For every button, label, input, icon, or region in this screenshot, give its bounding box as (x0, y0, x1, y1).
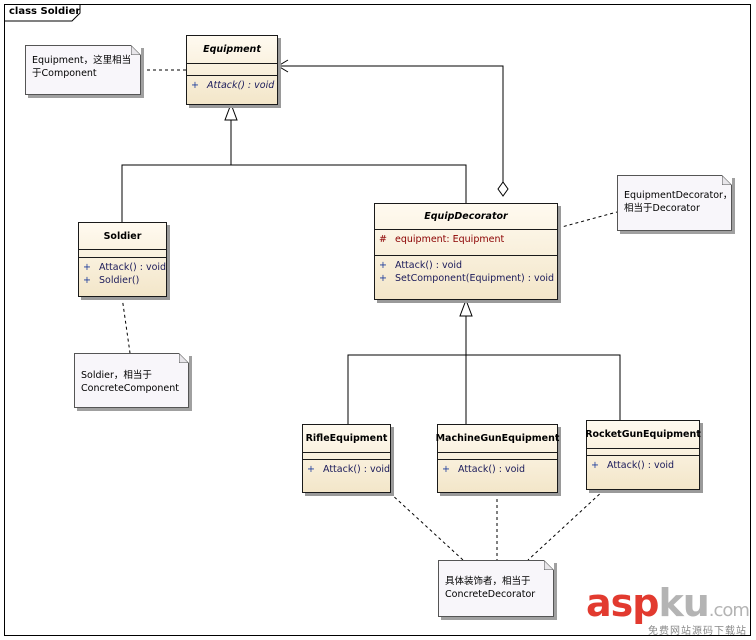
inherit-line-decorator (231, 164, 467, 203)
aspku-watermark: aspku.com 免费网站源码下载站 (586, 581, 750, 637)
operations-section: +Attack() : void +SetComponent(Equipment… (375, 256, 557, 288)
note-text: EquipmentDecorator， (624, 190, 733, 201)
inherit-line-rifle (347, 316, 467, 424)
diagram-frame (4, 4, 751, 636)
note-text: Soldier，相当于 (81, 370, 152, 381)
note-fold-icon (722, 175, 732, 185)
attributes-section (79, 250, 166, 258)
note-soldier[interactable]: Soldier，相当于 ConcreteComponent (74, 353, 189, 408)
watermark-subtitle: 免费网站源码下载站 (648, 626, 747, 637)
operation: +Attack() : void (83, 262, 167, 273)
class-name: Equipment (187, 36, 277, 64)
inherit-line-soldier (121, 120, 232, 222)
operations-section: +Attack() : void (187, 76, 277, 95)
operations-section: +Attack() : void (438, 460, 557, 479)
attributes-section (303, 453, 390, 460)
attributes-section (438, 453, 557, 460)
watermark-asp: asp (586, 581, 659, 625)
inherit-line-rocketgun (466, 354, 621, 420)
class-rifle-equipment[interactable]: RifleEquipment +Attack() : void (302, 424, 391, 493)
note-fold-icon (179, 353, 189, 363)
attributes-section (187, 64, 277, 76)
operations-section: +Attack() : void (587, 456, 699, 475)
class-name: RocketGunEquipment (585, 421, 701, 449)
operation: +Attack() : void (191, 80, 275, 91)
note-text: 于Component (32, 68, 97, 79)
operation: +Attack() : void (307, 464, 391, 475)
class-soldier[interactable]: Soldier +Attack() : void +Soldier() (78, 222, 167, 297)
note-text: 相当于Decorator (624, 203, 700, 214)
note-text: ConcreteComponent (81, 383, 179, 394)
class-rocketgun-equipment[interactable]: RocketGunEquipment +Attack() : void (585, 420, 701, 490)
class-name: Soldier (79, 223, 166, 250)
note-concrete-decorator[interactable]: 具体装饰者，相当于 ConcreteDecorator (438, 560, 554, 617)
attribute: #equipment: Equipment (379, 234, 505, 245)
note-anchor-soldier (121, 296, 131, 354)
aggregation-arrowhead (277, 59, 289, 73)
inherit-arrow-equipment (224, 102, 238, 121)
note-text: ConcreteDecorator (445, 589, 536, 600)
class-name: EquipDecorator (375, 204, 557, 230)
operation: +SetComponent(Equipment) : void (379, 273, 555, 284)
operation: +Soldier() (83, 275, 140, 286)
note-decorator[interactable]: EquipmentDecorator， 相当于Decorator (617, 175, 732, 231)
watermark-com: .com (708, 600, 750, 621)
inherit-arrow-decorator (459, 298, 473, 317)
attributes-section (587, 449, 699, 456)
class-equip-decorator[interactable]: EquipDecorator #equipment: Equipment +At… (374, 203, 558, 300)
note-fold-icon (131, 45, 141, 55)
note-equipment[interactable]: Equipment，这里相当 于Component (25, 45, 141, 95)
attributes-section: #equipment: Equipment (375, 230, 557, 256)
note-anchor-rocketgun (527, 489, 605, 561)
class-machinegun-equipment[interactable]: MachineGunEquipment +Attack() : void (436, 424, 559, 493)
note-anchor-decorator (557, 211, 618, 229)
frame-tab-outline (4, 4, 81, 22)
aggregation-diamond (497, 181, 509, 197)
class-name: RifleEquipment (303, 425, 390, 453)
watermark-ku: ku (658, 581, 709, 625)
frame-label: class Soldier (9, 6, 81, 17)
class-name: MachineGunEquipment (436, 425, 559, 453)
operation: +Attack() : void (442, 464, 526, 475)
note-text: 具体装饰者，相当于 (445, 576, 531, 587)
operation: +Attack() : void (591, 460, 675, 471)
aggregation-line (278, 65, 504, 182)
note-fold-icon (544, 560, 554, 570)
note-text: Equipment，这里相当 (32, 55, 132, 66)
operations-section: +Attack() : void (303, 460, 390, 479)
class-equipment[interactable]: Equipment +Attack() : void (186, 35, 278, 105)
operation: +Attack() : void (379, 260, 463, 271)
note-anchor-rifle (389, 492, 464, 561)
operations-section: +Attack() : void +Soldier() (79, 258, 166, 290)
